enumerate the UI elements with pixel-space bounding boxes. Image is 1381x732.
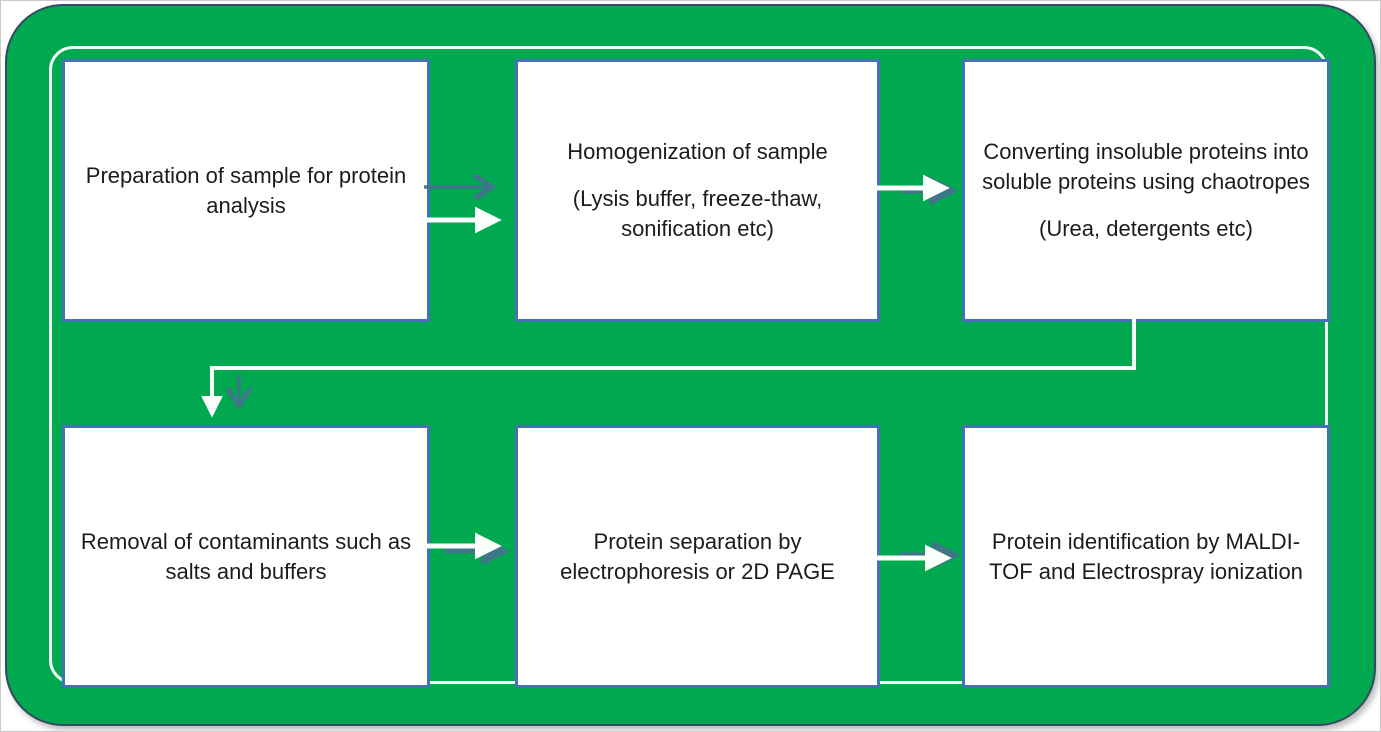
step-3-title: Converting insoluble proteins into solub… — [982, 139, 1310, 195]
flow-box-step-1: Preparation of sample for protein analys… — [62, 59, 430, 322]
step-5-text: Protein separation by electrophoresis or… — [560, 528, 835, 584]
step-2-title: Homogenization of sample — [567, 139, 828, 165]
flow-box-step-6: Protein identification by MALDI-TOF and … — [962, 425, 1330, 688]
step-3-detail: (Urea, detergents etc) — [1039, 215, 1253, 241]
step-4-text: Removal of contaminants such as salts an… — [80, 528, 412, 584]
flow-box-step-5: Protein separation by electrophoresis or… — [515, 425, 880, 688]
flow-box-step-2: Homogenization of sample (Lysis buffer, … — [515, 59, 880, 322]
step-1-text: Preparation of sample for protein analys… — [85, 162, 407, 218]
flow-box-step-3: Converting insoluble proteins into solub… — [962, 59, 1330, 322]
step-2-detail: (Lysis buffer, freeze-thaw, sonification… — [572, 186, 823, 241]
flow-box-step-4: Removal of contaminants such as salts an… — [62, 425, 430, 688]
step-6-text: Protein identification by MALDI-TOF and … — [989, 528, 1303, 584]
flowchart-panel: Preparation of sample for protein analys… — [5, 4, 1376, 726]
